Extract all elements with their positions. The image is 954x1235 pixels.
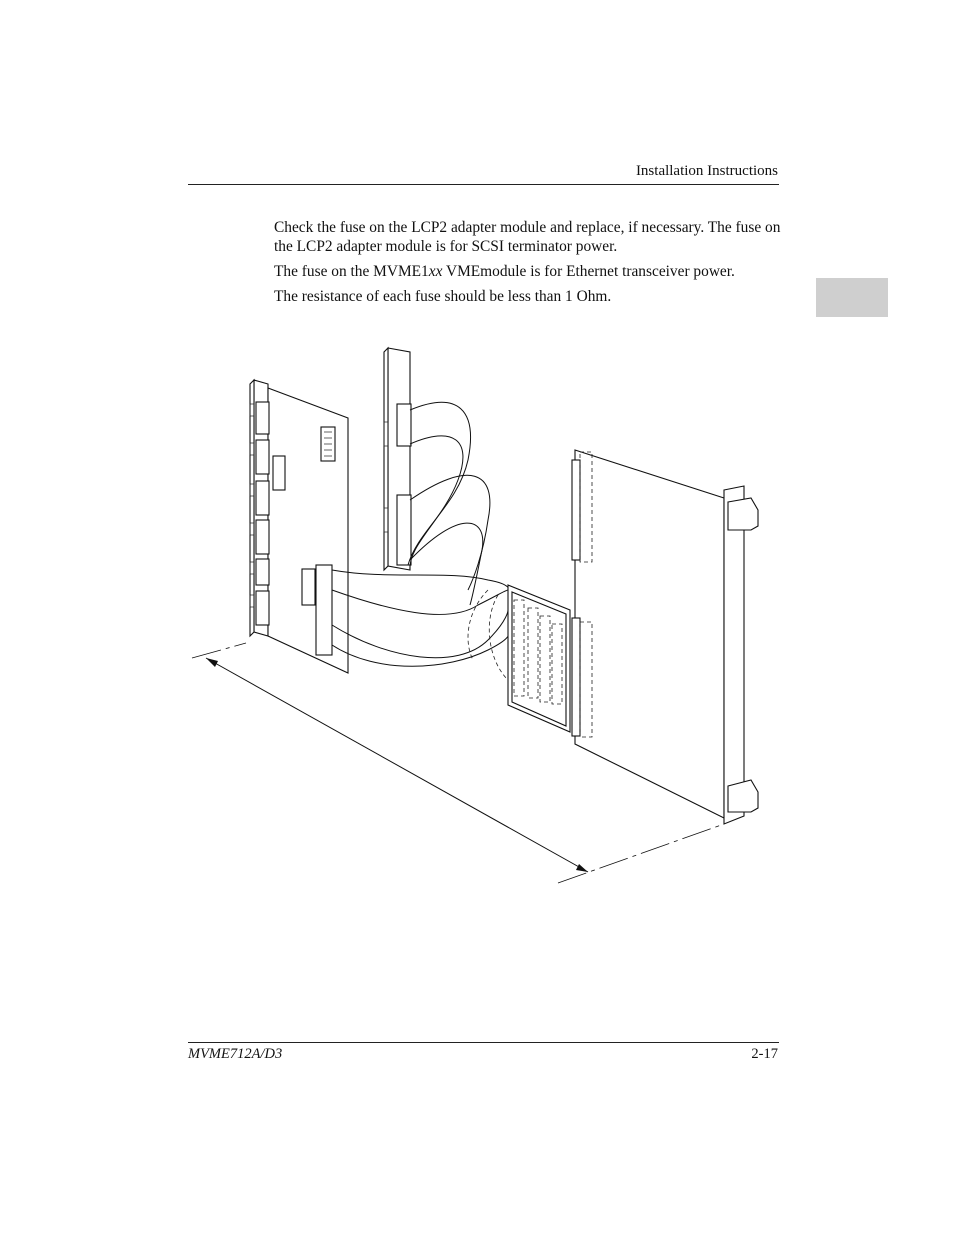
body-text: Check the fuse on the LCP2 adapter modul… [274,218,786,312]
p2-prefix: The fuse on the MVME1 [274,263,429,280]
header-rule [188,184,779,185]
running-header: Installation Instructions [635,163,778,179]
lcp2-adapter-module [507,584,571,733]
paragraph-resistance: The resistance of each fuse should be le… [274,288,612,305]
vme-module-board [571,449,759,825]
page-number: 2-17 [751,1046,778,1062]
paragraph-fuse-check: Check the fuse on the LCP2 adapter modul… [274,219,781,255]
footer-rule [188,1042,779,1043]
paragraph-vme-fuse: The fuse on the MVME1xx VMEmodule is for… [274,262,786,281]
document-id: MVME712A/D3 [188,1046,283,1062]
ribbon-cables [331,401,511,681]
left-transition-board [249,378,349,674]
chapter-thumb-tab [816,278,888,317]
p2-italic: xx [428,263,443,280]
board-cabling-illustration [191,346,759,884]
p2-suffix: VMEmodule is for Ethernet transceiver po… [442,263,735,280]
middle-panel [383,346,412,572]
dimension-lines [191,642,725,884]
